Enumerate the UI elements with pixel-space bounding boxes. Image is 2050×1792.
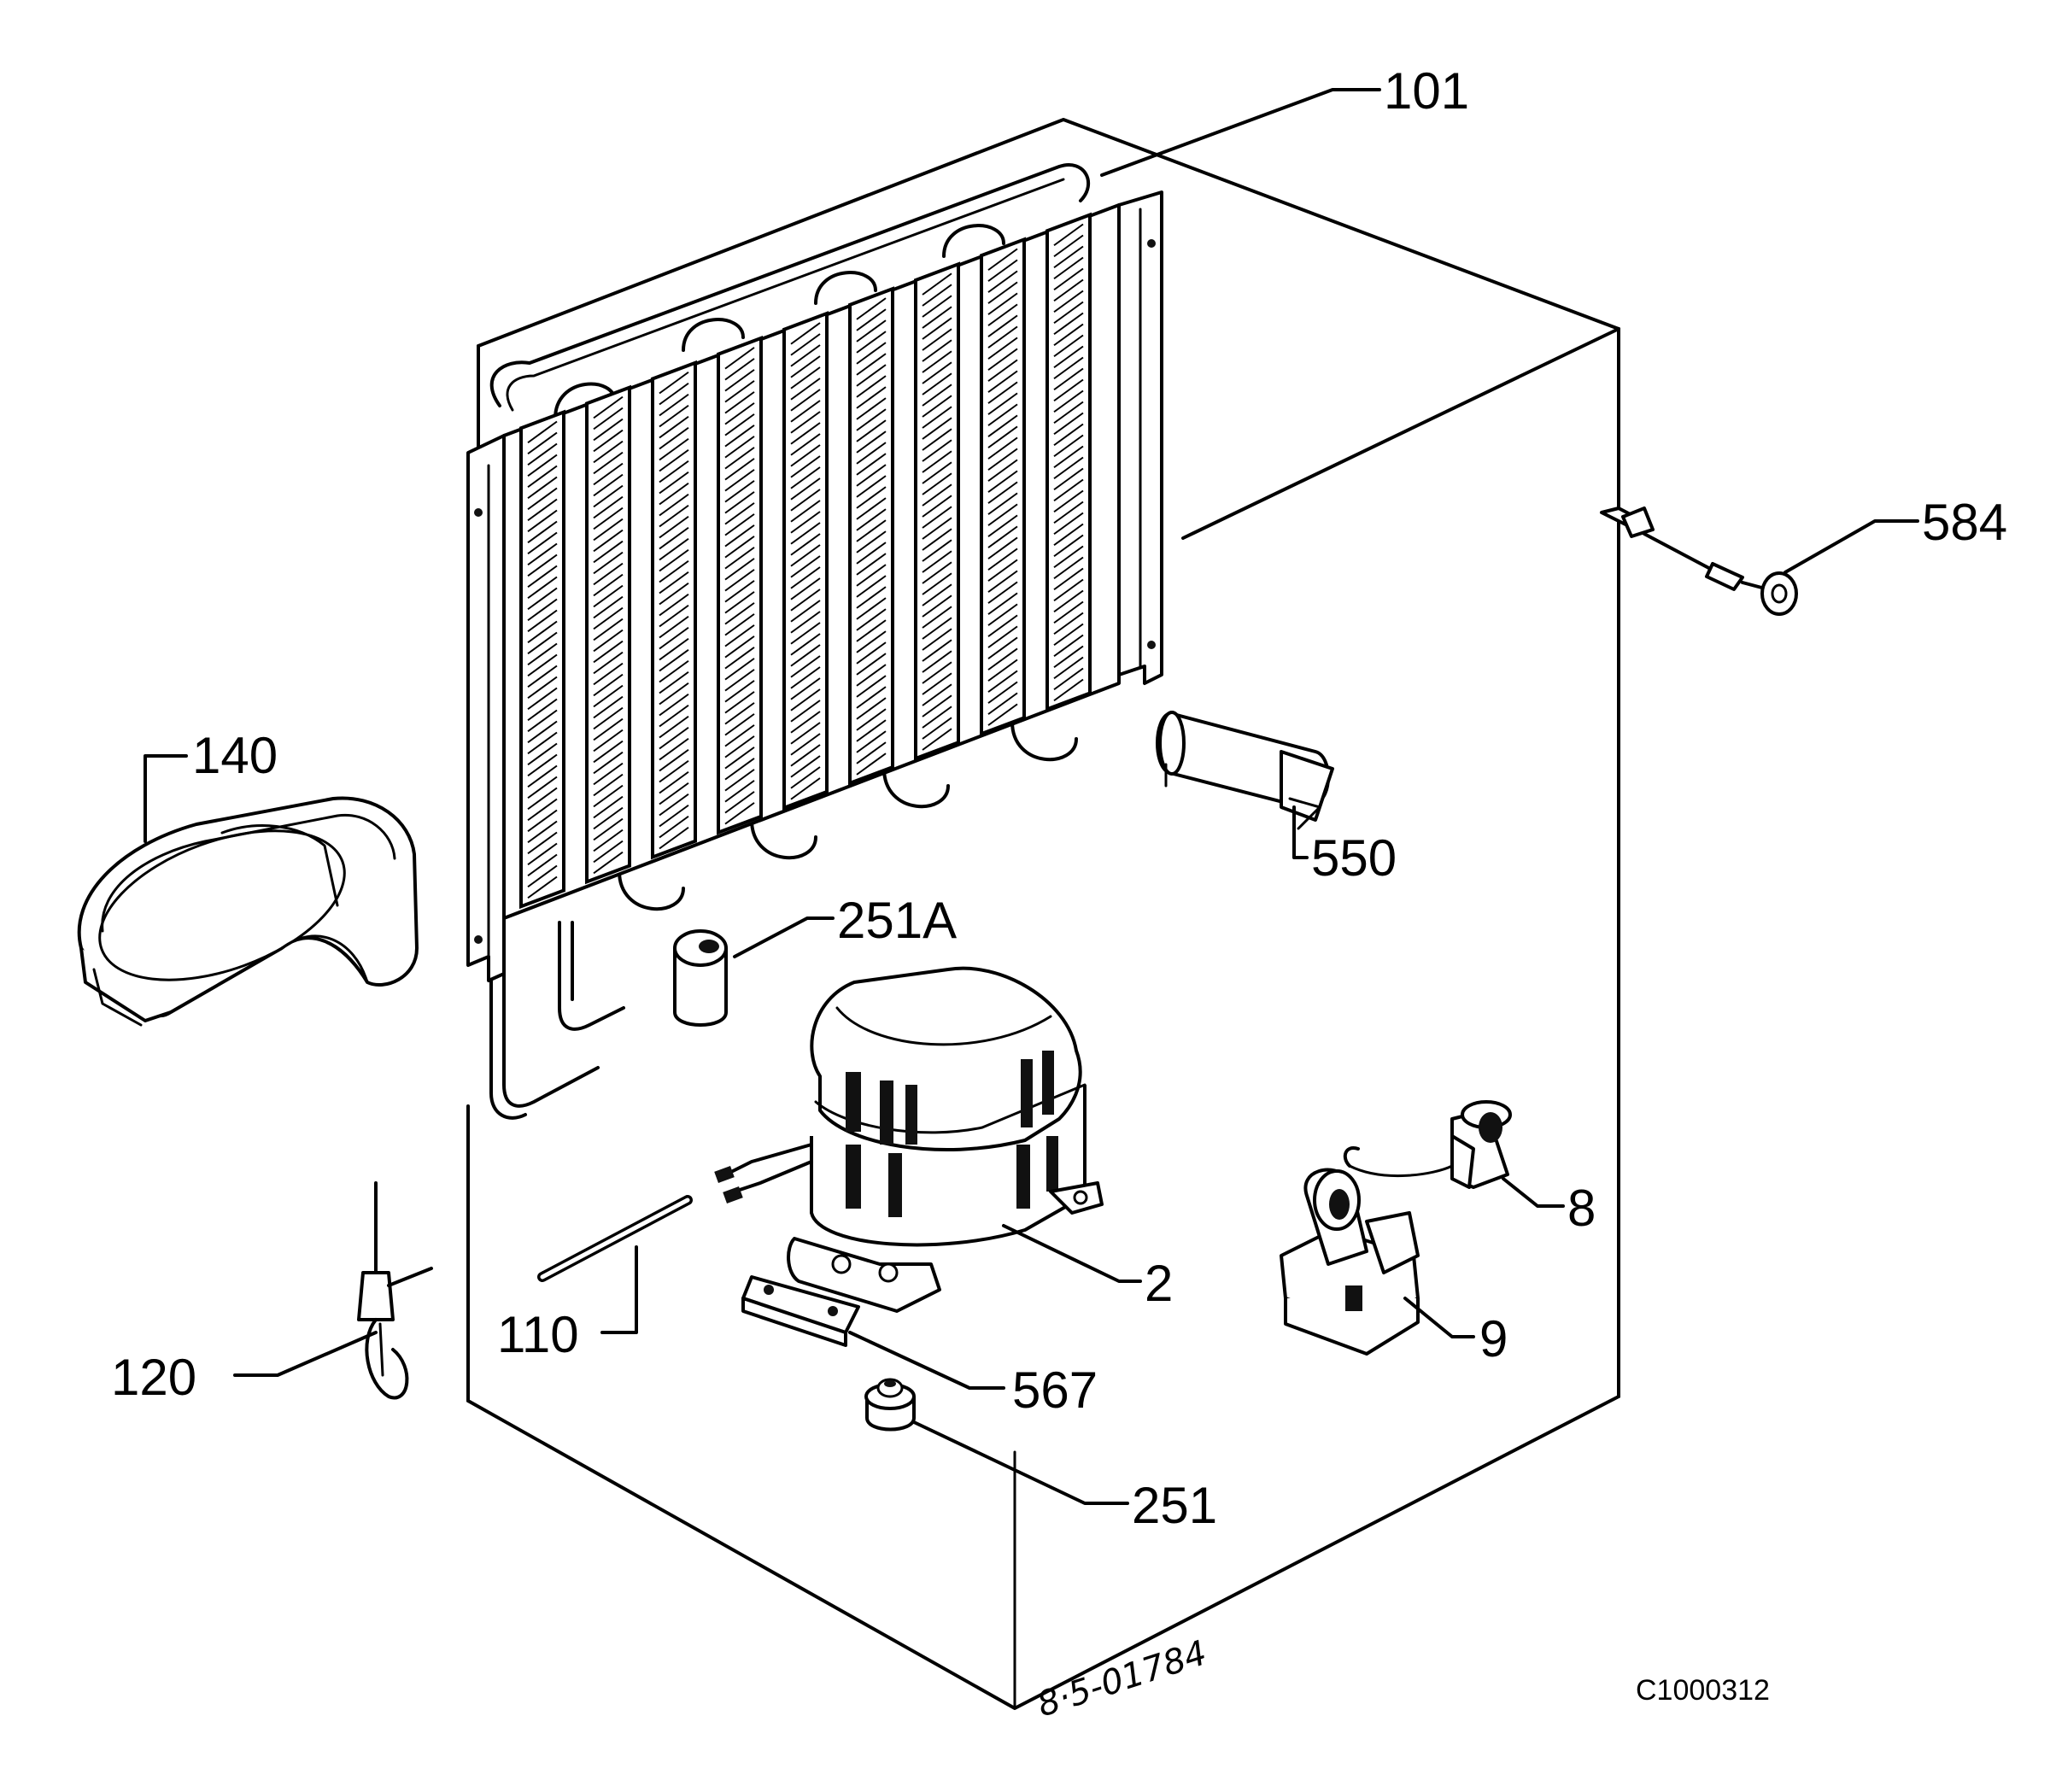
label-2: 2	[1145, 1255, 1173, 1312]
grommet-251a	[673, 929, 728, 1027]
label-110: 110	[497, 1306, 579, 1363]
compressor	[714, 966, 1104, 1313]
grommet-251	[864, 1378, 916, 1432]
condenser-column	[914, 261, 960, 761]
condenser-column	[519, 409, 565, 910]
thermostat-120	[357, 1181, 433, 1400]
handwritten-reference: 8·5-01784	[1033, 1633, 1211, 1725]
sensor-wire	[1600, 507, 1798, 616]
condenser-coil	[489, 163, 1091, 1120]
condenser-column	[1046, 212, 1092, 712]
condenser-column	[651, 360, 697, 860]
label-251: 251	[1132, 1477, 1217, 1534]
condenser-column	[717, 335, 763, 835]
label-550: 550	[1311, 829, 1397, 887]
condenser-column	[585, 384, 631, 885]
part-labels: 101 584 140 550 251A 8 2 9 110 120 567 2…	[111, 62, 2007, 1534]
condenser-column	[848, 286, 894, 786]
bracket-567	[741, 1275, 860, 1347]
label-567: 567	[1012, 1362, 1098, 1419]
label-120: 120	[111, 1349, 196, 1406]
label-584: 584	[1922, 494, 2007, 551]
starter-relay	[1280, 1168, 1420, 1356]
condenser-column	[782, 311, 829, 811]
leader-lines	[144, 88, 1919, 1505]
figure-code: C1000312	[1636, 1674, 1770, 1707]
tube-110	[537, 1195, 693, 1282]
label-101: 101	[1384, 62, 1469, 120]
start-capacitor	[1156, 711, 1334, 830]
overload-protector	[1343, 1100, 1512, 1189]
label-140: 140	[192, 727, 278, 784]
drip-tray	[77, 796, 419, 1027]
condenser-column	[980, 237, 1026, 737]
label-8: 8	[1567, 1180, 1596, 1237]
label-251a: 251A	[837, 892, 957, 949]
condenser-fin-panel	[466, 190, 1163, 982]
label-9: 9	[1479, 1310, 1508, 1367]
